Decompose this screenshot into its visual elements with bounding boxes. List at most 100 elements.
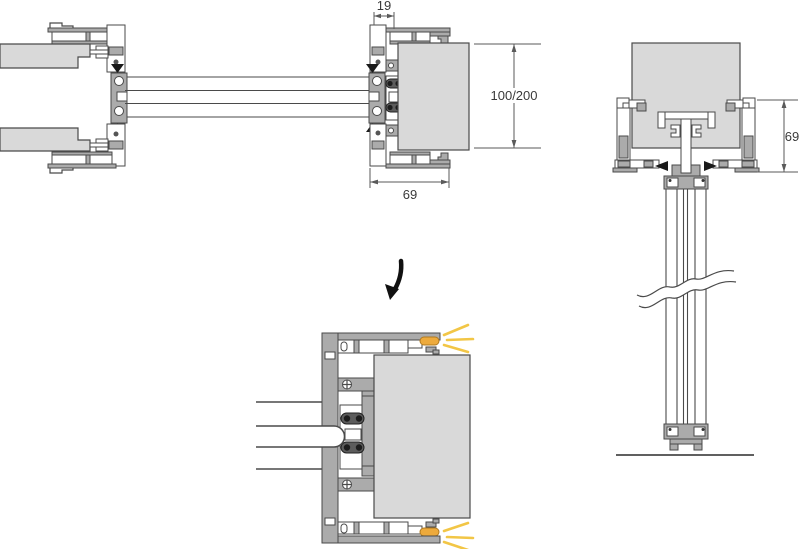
frame-hook — [432, 518, 440, 524]
frame-oval-slot — [340, 341, 348, 352]
frame-divider — [411, 31, 417, 42]
dim-label-69-plan: 69 — [403, 187, 417, 202]
bead-step — [361, 465, 375, 477]
frame-block — [371, 46, 385, 56]
base-foot-leg — [693, 443, 703, 451]
frame-hook-bar — [429, 159, 451, 165]
frame-slot — [337, 521, 409, 535]
stem-bracket — [670, 124, 681, 138]
frame-hook-bar — [429, 31, 451, 37]
post-hole — [372, 106, 382, 116]
post-hole — [114, 106, 124, 116]
t-profile-tab — [657, 111, 666, 129]
frame-hook — [425, 521, 437, 528]
base-foot — [669, 438, 703, 445]
head-frame-block — [643, 160, 654, 168]
plan-glazing — [125, 76, 371, 118]
frame-divider — [383, 521, 390, 535]
arrow-left-icon — [655, 161, 668, 171]
arrow-right-icon — [704, 161, 717, 171]
frame-slot — [337, 339, 409, 354]
post-slot — [324, 351, 336, 360]
t-profile-tab — [707, 111, 716, 129]
panel-tongue — [89, 142, 109, 148]
break-line — [636, 269, 735, 298]
screw-end — [355, 444, 363, 451]
spring-clip-icon — [366, 64, 379, 73]
gasket-dot — [701, 428, 705, 431]
head-frame-block — [617, 160, 631, 168]
frame-divider — [353, 339, 360, 354]
dim-label-100-200: 100/200 — [491, 88, 538, 103]
head-frame-block — [636, 102, 647, 112]
frame-divider — [85, 31, 91, 42]
break-gap — [637, 270, 736, 308]
frame-slot — [51, 154, 113, 165]
frame-divider — [353, 521, 360, 535]
highlighted-gasket — [419, 527, 440, 537]
screw-dot — [375, 59, 381, 65]
glazing-pocket — [116, 91, 128, 102]
head-frame-cap — [742, 97, 756, 109]
dim-label-69-vertical: 69 — [785, 129, 799, 144]
frame-divider — [383, 339, 390, 354]
clamp-spacer — [344, 428, 362, 441]
head-frame-block — [618, 135, 629, 159]
post-slot — [324, 517, 336, 526]
plan-left-junction — [0, 22, 128, 174]
screw-dot — [113, 131, 119, 137]
frame-block — [108, 46, 124, 56]
screw-end — [387, 80, 393, 87]
top-clip — [49, 22, 74, 28]
wall-panel — [397, 42, 470, 151]
channel-pocket — [693, 177, 706, 188]
dimension-19: 19 — [373, 0, 395, 29]
wall-panel-bottom — [0, 127, 91, 152]
post-hole — [114, 76, 124, 86]
head-frame-block — [718, 160, 729, 168]
dim-label-19: 19 — [377, 0, 391, 13]
head-frame-block — [741, 160, 755, 168]
glazing-pocket — [368, 91, 380, 102]
glass-edge-tongue — [256, 425, 346, 448]
head-frame-block — [725, 102, 736, 112]
channel-pocket — [666, 177, 679, 188]
screw-end — [343, 444, 351, 451]
plan-right-junction — [366, 24, 470, 169]
frame-slot — [51, 31, 113, 42]
frame-top-bar — [47, 27, 117, 33]
frame-oval-slot — [340, 523, 348, 534]
frame-block — [108, 140, 124, 150]
screw-end — [355, 415, 363, 422]
break-line — [638, 280, 737, 309]
vertical-section: 69 — [612, 42, 799, 456]
clamp-backplate — [361, 395, 375, 471]
t-profile-flange — [657, 111, 716, 120]
bead-screw — [388, 62, 394, 69]
frame-bottom-bar — [337, 535, 441, 544]
frame-top-bar — [385, 27, 451, 33]
screw-cross-icon — [342, 380, 352, 389]
gasket-dot — [668, 428, 672, 431]
screw-dot — [375, 130, 381, 136]
head-frame-lip — [612, 167, 638, 173]
detail-view — [256, 323, 475, 549]
frame-slot — [389, 154, 431, 165]
frame-hook — [437, 35, 449, 44]
panel-tongue — [89, 49, 109, 55]
post-hole — [372, 76, 382, 86]
head-frame-cap — [616, 97, 630, 109]
channel-pocket — [666, 426, 679, 437]
frame-divider — [85, 154, 91, 165]
frame-bottom-bar — [47, 163, 117, 169]
gasket-shine-icon — [442, 521, 475, 549]
screw-end — [387, 104, 393, 111]
dimension-100-200: 100/200 — [474, 43, 542, 149]
frame-divider — [411, 154, 417, 165]
head-frame-lip — [734, 167, 760, 173]
screw-dot — [113, 59, 119, 65]
stem-bracket — [691, 124, 702, 138]
frame-block — [371, 140, 385, 150]
